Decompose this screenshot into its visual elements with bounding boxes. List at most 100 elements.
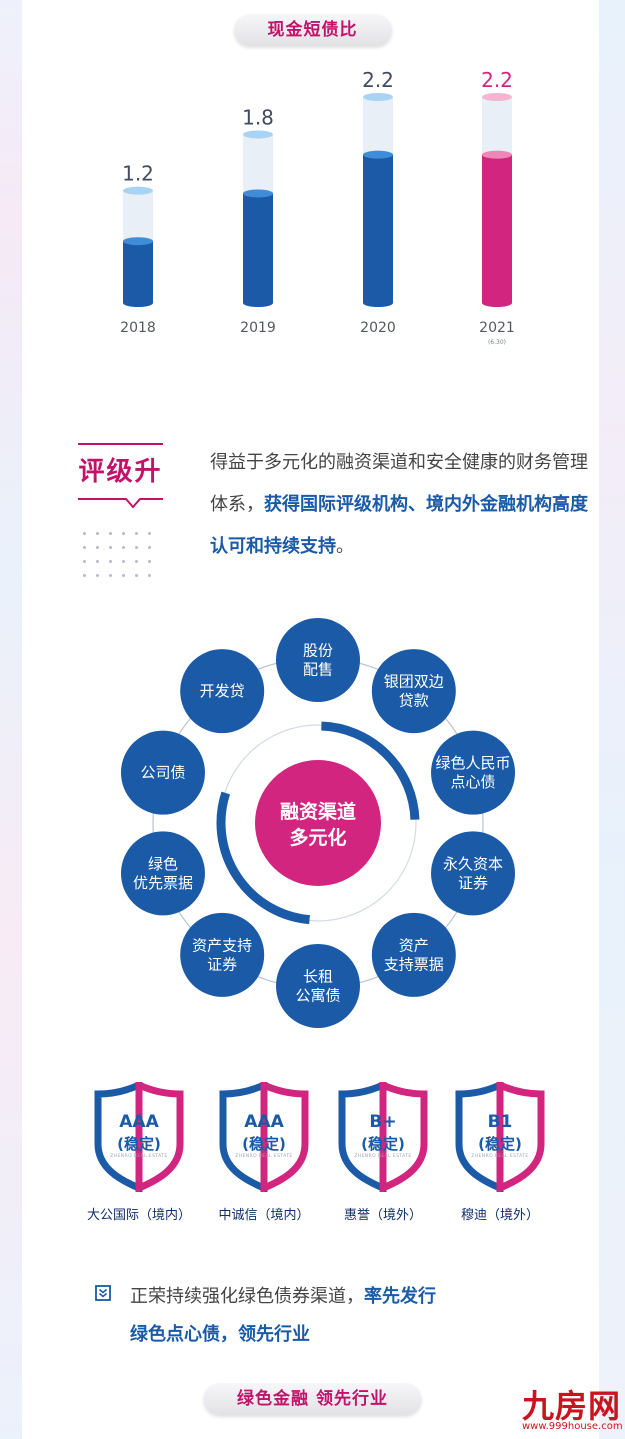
- rating-grade: AAA: [244, 1112, 284, 1132]
- bar-top-cap: [123, 186, 153, 195]
- site-watermark: 九房网 www.999house.com: [522, 1389, 623, 1432]
- bullet-plain: 正荣持续强化绿色债券渠道，: [130, 1286, 364, 1307]
- bar-fill-cap: [243, 189, 273, 198]
- bar-value-label: 2.2: [481, 68, 513, 92]
- channel-label: 开发贷: [200, 682, 245, 700]
- channel-label: 公司债: [140, 764, 185, 782]
- bar-base: [482, 299, 512, 307]
- rating-outlook: (稳定): [117, 1135, 161, 1153]
- rating-shield-4: B1 (稳定) ZHENRO REAL ESTATE: [455, 1079, 545, 1194]
- accent-arc: [321, 721, 420, 820]
- rating-shield-1: AAA (稳定) ZHENRO REAL ESTATE: [94, 1079, 184, 1194]
- rating-shield-2: AAA (稳定) ZHENRO REAL ESTATE: [219, 1079, 309, 1194]
- shield-icon: [94, 1079, 184, 1194]
- watermark-url: www.999house.com: [522, 1421, 623, 1432]
- channel-label: 股份: [303, 642, 333, 660]
- rating-tag: 评级升: [78, 443, 163, 517]
- channel-node: [180, 912, 265, 997]
- channel-label: 公寓债: [295, 987, 340, 1005]
- rating-agency-label: 大公国际（境内）: [86, 1208, 191, 1223]
- bar-value-label: 1.2: [122, 162, 154, 186]
- cash-ratio-chart: 1.2 2018 1.8 2019 2.2 2020 2.2 2021 (6.30): [120, 68, 515, 346]
- dot-grid-decoration: [83, 532, 163, 577]
- channel-label: 支持票据: [384, 955, 444, 973]
- bar-fill: [482, 154, 512, 303]
- channel-node: [276, 944, 360, 1028]
- channel-node: [371, 649, 456, 734]
- intro-bold: 获得国际评级机构、境内外金融机构高度认可和持续支持: [210, 494, 588, 557]
- bar-top-cap: [243, 130, 273, 139]
- left-edge-decoration: [0, 0, 22, 1439]
- channel-label: 贷款: [399, 692, 429, 710]
- rating-grade: B1: [487, 1112, 513, 1132]
- center-hub-label: 融资渠道: [280, 800, 356, 823]
- bar-base: [243, 299, 273, 307]
- x-tick-note: (6.30): [488, 339, 506, 346]
- shield-brand: ZHENRO REAL ESTATE: [354, 1154, 412, 1159]
- chevron-down-box-icon: [95, 1285, 111, 1301]
- rating-grade: B+: [369, 1112, 397, 1132]
- shield-brand: ZHENRO REAL ESTATE: [110, 1154, 168, 1159]
- watermark-logo: 九房网: [522, 1387, 622, 1425]
- x-tick-label: 2021: [479, 320, 515, 336]
- bar-fill: [363, 154, 393, 303]
- channel-label: 优先票据: [133, 874, 193, 892]
- bar-fill: [243, 193, 273, 303]
- x-tick-label: 2018: [120, 320, 156, 336]
- channel-label: 银团双边: [384, 673, 444, 691]
- shield-icon: [455, 1079, 545, 1194]
- bar-value-label: 1.8: [242, 105, 274, 129]
- channel-node: [276, 618, 360, 702]
- channel-node: [431, 730, 516, 815]
- rating-grade: AAA: [119, 1112, 159, 1132]
- rating-agency-label: 穆迪（境外）: [460, 1208, 539, 1223]
- intro-plain: 得益于多元化的融资渠道和安全健康的财务管理体系，: [210, 452, 588, 515]
- rating-outlook: (稳定): [478, 1135, 522, 1153]
- shield-brand: ZHENRO REAL ESTATE: [235, 1154, 293, 1159]
- channel-label: 证券: [458, 874, 488, 892]
- channel-label: 点心债: [451, 773, 496, 791]
- x-tick-label: 2019: [240, 320, 276, 336]
- financing-channels-diagram: 融资渠道多元化股份配售银团双边贷款绿色人民币点心债永久资本证券资产支持票据长租公…: [120, 618, 516, 1028]
- rating-outlook: (稳定): [361, 1135, 405, 1153]
- channel-label: 绿色人民币: [436, 754, 511, 772]
- rating-tag-text: 评级升: [78, 457, 163, 487]
- green-bond-statement: 正荣持续强化绿色债券渠道，率先发行绿色点心债，领先行业: [130, 1278, 550, 1354]
- shield-icon: [338, 1079, 428, 1194]
- channel-node: [120, 730, 205, 815]
- bar-fill-cap: [363, 150, 393, 159]
- tag-speech-pointer: [78, 498, 163, 509]
- bar-base: [123, 299, 153, 307]
- rating-shield-3: B+ (稳定) ZHENRO REAL ESTATE: [338, 1079, 428, 1194]
- shield-brand: ZHENRO REAL ESTATE: [471, 1154, 529, 1159]
- accent-arc: [216, 791, 310, 925]
- channel-node: [180, 649, 265, 734]
- rating-outlook: (稳定): [242, 1135, 286, 1153]
- bar-fill: [123, 241, 153, 303]
- center-hub-label: 多元化: [289, 826, 346, 849]
- channel-label: 永久资本: [443, 855, 503, 873]
- channel-node: [371, 912, 456, 997]
- rating-intro: 得益于多元化的融资渠道和安全健康的财务管理体系，获得国际评级机构、境内外金融机构…: [210, 442, 590, 568]
- channel-node: [431, 831, 516, 916]
- channel-label: 绿色: [148, 855, 178, 873]
- rating-agency-label: 中诚信（境内）: [218, 1208, 310, 1223]
- intro-end: 。: [336, 536, 354, 557]
- right-edge-decoration: [599, 0, 625, 1439]
- bar-top-cap: [482, 93, 512, 101]
- bar-top-cap: [363, 93, 393, 101]
- channel-label: 长租: [303, 968, 333, 986]
- bar-value-label: 2.2: [362, 68, 394, 92]
- center-hub: [255, 760, 381, 886]
- footer-slogan: 绿色金融 领先行业: [203, 1383, 422, 1415]
- chart-title: 现金短债比: [233, 14, 392, 46]
- channel-label: 证券: [207, 955, 237, 973]
- bar-fill-cap: [123, 237, 153, 246]
- channel-label: 资产支持: [192, 936, 252, 954]
- bar-base: [363, 299, 393, 307]
- shield-icon: [219, 1079, 309, 1194]
- rating-agency-label: 惠誉（境外）: [343, 1208, 422, 1223]
- x-tick-label: 2020: [360, 320, 396, 336]
- bullet-bold-1: 率先发行: [364, 1286, 436, 1307]
- tag-top-line: [78, 443, 163, 445]
